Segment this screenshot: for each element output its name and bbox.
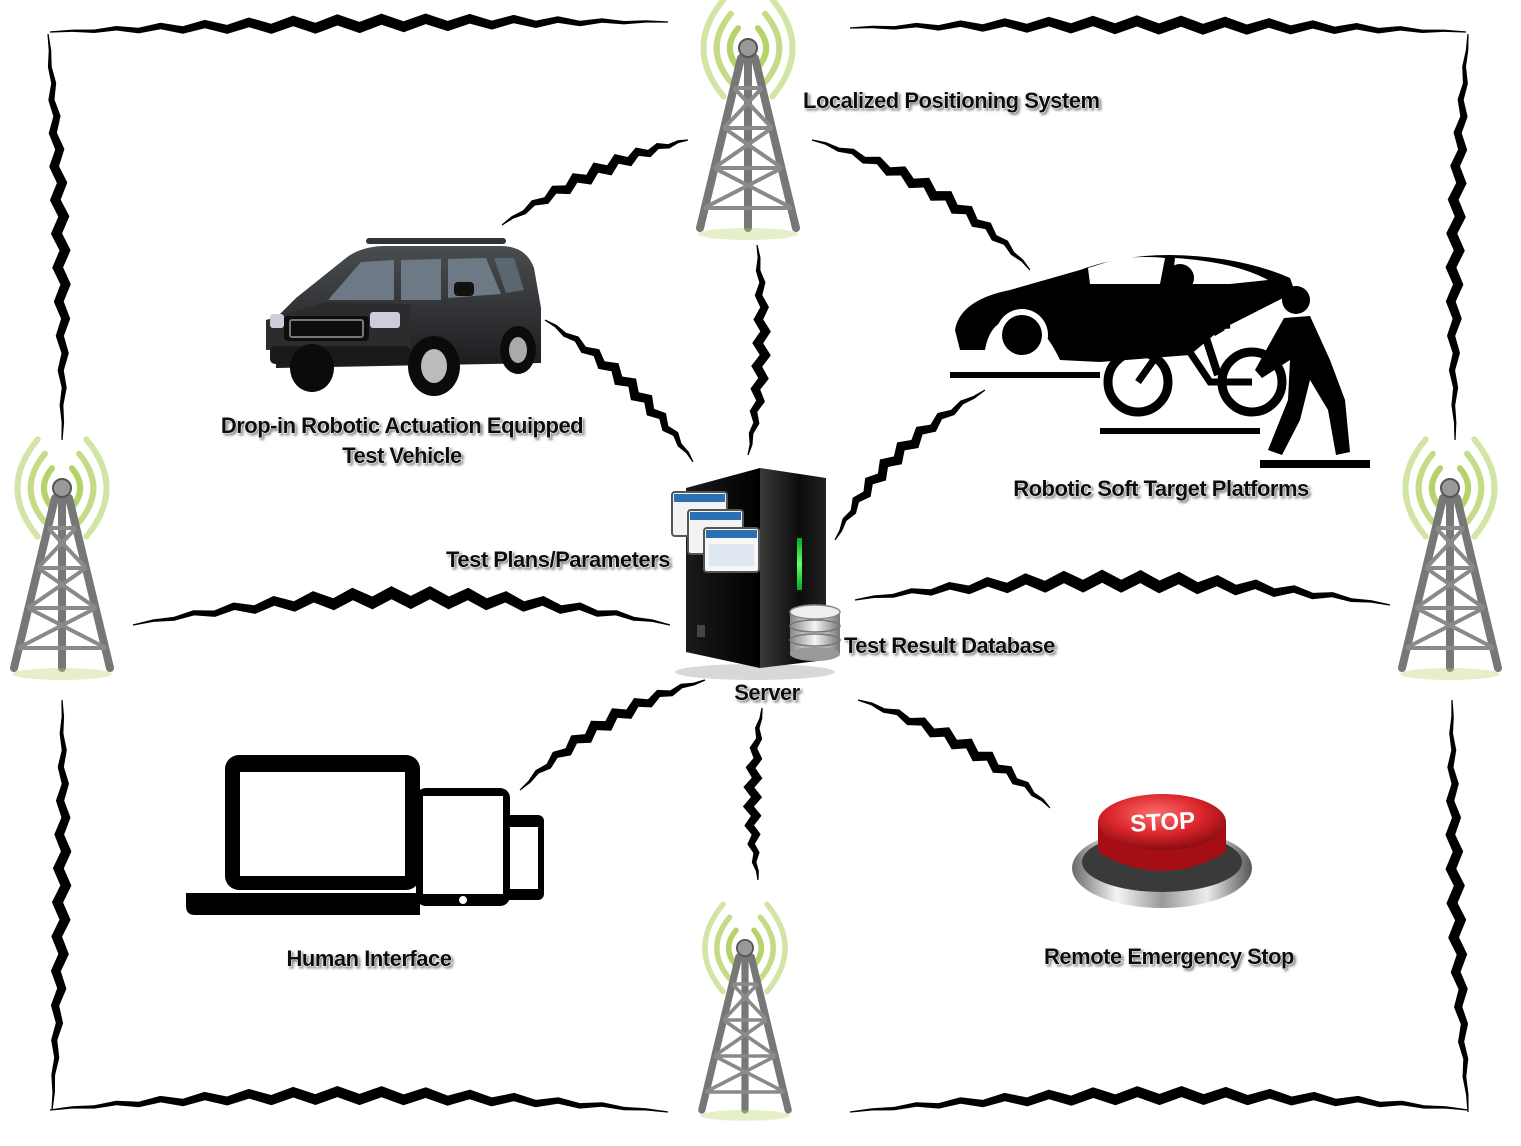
link-softtargets-to-server xyxy=(834,389,986,541)
link-server-to-interface xyxy=(519,679,706,791)
link-server-to-righttower xyxy=(854,569,1391,606)
radio-tower-icon xyxy=(10,436,114,680)
app-windows-icon xyxy=(671,491,760,573)
link-frame-left-bottom xyxy=(50,700,72,1110)
laptop-tablet-phone-icon xyxy=(186,755,544,915)
suv-icon xyxy=(266,238,541,396)
radio-tower-icon xyxy=(1398,436,1502,680)
radio-tower-icon xyxy=(696,0,800,240)
car-cyclist-pedestrian-icon xyxy=(950,255,1370,468)
label-vehicle-line1: Drop-in Robotic Actuation Equipped xyxy=(221,413,583,438)
link-tower-to-vehicle xyxy=(501,139,689,226)
link-frame-bottom-left xyxy=(49,1086,669,1113)
label-vehicle-line2: Test Vehicle xyxy=(342,443,462,468)
link-frame-right-bottom xyxy=(1445,700,1469,1112)
labels: Localized Positioning System Drop-in Rob… xyxy=(220,88,1310,972)
link-frame-bottom-right xyxy=(849,1086,1469,1113)
label-server: Server xyxy=(734,680,800,705)
label-remote-emergency-stop: Remote Emergency Stop xyxy=(1044,944,1294,969)
link-frame-top-right xyxy=(850,15,1466,35)
label-localized-positioning-system: Localized Positioning System xyxy=(803,88,1100,113)
radio-tower-icon xyxy=(698,901,792,1121)
stop-button-text: STOP xyxy=(1130,807,1196,837)
wireless-links xyxy=(47,13,1469,1113)
link-server-to-stop xyxy=(857,699,1051,809)
label-test-plans-parameters: Test Plans/Parameters xyxy=(446,547,670,572)
link-server-to-bottomtower xyxy=(742,707,763,881)
radio-towers xyxy=(10,0,1502,1121)
link-frame-left-top xyxy=(47,33,71,441)
link-vehicle-to-server xyxy=(544,319,694,463)
label-soft-target-platforms: Robotic Soft Target Platforms xyxy=(1013,476,1309,501)
label-human-interface: Human Interface xyxy=(287,946,452,971)
label-test-result-database: Test Result Database xyxy=(844,633,1055,658)
link-frame-right-top xyxy=(1445,33,1469,441)
link-tower-to-server xyxy=(747,244,771,456)
link-tower-to-softtargets xyxy=(811,139,1031,271)
link-frame-top-left xyxy=(50,13,668,34)
stop-button-icon: STOP xyxy=(1072,794,1252,908)
database-icon xyxy=(789,604,841,661)
link-lefttower-to-server xyxy=(132,586,671,626)
